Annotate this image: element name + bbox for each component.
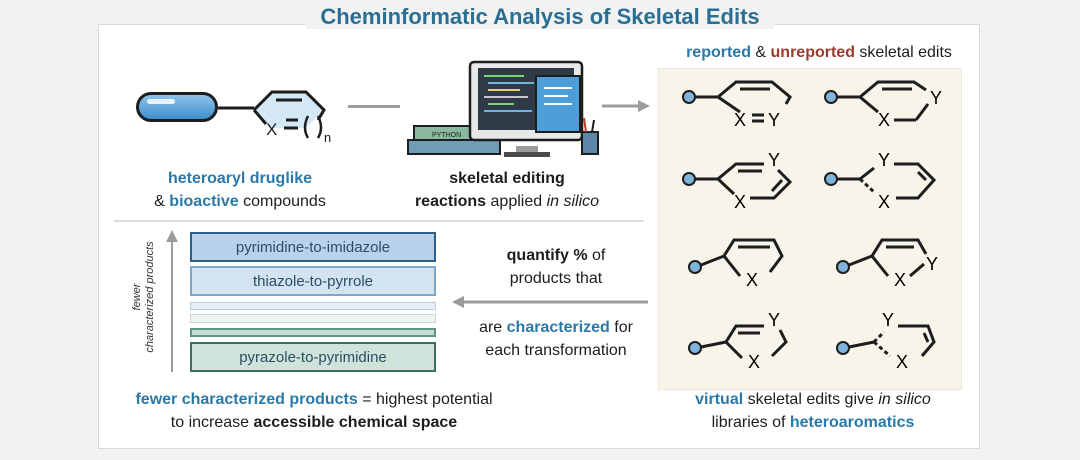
bar-thiazole-to-pyrrole: thiazole-to-pyrrole — [190, 266, 436, 296]
atom-y: Y — [768, 150, 780, 170]
bar-unlabeled-3 — [190, 328, 436, 337]
atom-y: Y — [882, 310, 894, 330]
scaffold-n-label: n — [324, 130, 331, 145]
atom-x: X — [746, 270, 758, 290]
atom-x: X — [878, 110, 890, 130]
fewer-products-axis-arrow — [166, 230, 178, 372]
quantify-caption-top: quantify % of products that — [506, 247, 606, 287]
figure-title: Cheminformatic Analysis of Skeletal Edit… — [0, 4, 1080, 30]
drug-capsule-icon — [136, 92, 218, 122]
atom-x: X — [734, 110, 746, 130]
section-divider — [114, 220, 644, 222]
arrow-to-ranking — [452, 296, 648, 308]
molecule-4: Y X — [824, 150, 937, 212]
arrow-to-computer — [348, 105, 400, 108]
atom-x: X — [878, 192, 890, 212]
atom-x: X — [748, 352, 760, 372]
skeletal-edits-panel — [658, 68, 962, 390]
atom-x: X — [896, 352, 908, 372]
atom-x: X — [894, 270, 906, 290]
bar-unlabeled-1 — [190, 302, 436, 310]
bar-unlabeled-2 — [190, 314, 436, 323]
bottom-right-caption: virtual skeletal edits give in silico li… — [695, 391, 931, 431]
atom-y: Y — [926, 254, 938, 274]
bottom-left-caption: fewer characterized products = highest p… — [135, 391, 493, 431]
atom-y: Y — [768, 310, 780, 330]
scaffold-x-label: X — [266, 120, 277, 139]
molecule-7: Y X — [688, 310, 788, 372]
molecule-6: X Y — [836, 238, 938, 290]
bar-pyrazole-to-pyrimidine: pyrazole-to-pyrimidine — [190, 342, 436, 372]
edits-header: reported & unreported skeletal edits — [686, 44, 952, 61]
atom-y: Y — [768, 110, 780, 130]
computer-illustration: PYTHON — [407, 60, 599, 157]
left-caption: heteroaryl druglike & bioactive compound… — [154, 170, 326, 210]
molecule-8: Y X — [836, 310, 936, 372]
atom-y: Y — [878, 150, 890, 170]
atom-x: X — [734, 192, 746, 212]
middle-caption: skeletal editing reactions applied in si… — [414, 170, 600, 210]
bar-pyrimidine-to-imidazole: pyrimidine-to-imidazole — [190, 232, 436, 262]
molecule-5: X — [688, 238, 784, 290]
arrow-to-panel — [602, 100, 650, 112]
molecule-3: Y X — [682, 150, 793, 212]
book-label: PYTHON — [432, 132, 461, 139]
quantify-caption-bottom: are characterized for each transformatio… — [479, 319, 633, 359]
molecule-1: X Y — [682, 80, 792, 130]
molecule-2: X Y — [824, 80, 942, 130]
atom-y: Y — [930, 88, 942, 108]
heteroaryl-scaffold: X n — [218, 90, 331, 145]
